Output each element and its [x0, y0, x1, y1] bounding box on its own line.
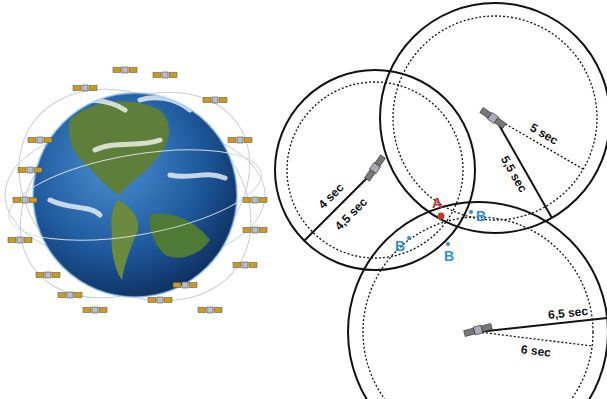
position-dot — [438, 213, 445, 220]
time-label: 5 sec — [528, 121, 560, 146]
time-label: 4 sec — [316, 181, 346, 211]
intersection-label: B — [476, 209, 486, 223]
intersection-dots — [407, 210, 473, 246]
satellites — [364, 107, 507, 338]
earth-globe — [0, 45, 292, 344]
time-label: 4,5 sec — [333, 196, 370, 233]
radius-lines — [304, 118, 607, 346]
range-circles — [275, 3, 607, 399]
satellite-icons — [8, 67, 267, 313]
intersection-label: B — [444, 249, 454, 263]
time-label: 6,5 sec — [547, 305, 588, 321]
intersection-label: B — [395, 239, 405, 253]
time-label: 5,5 sec — [499, 154, 529, 195]
position-label: A — [432, 196, 442, 210]
time-label: 6 sec — [520, 343, 551, 359]
